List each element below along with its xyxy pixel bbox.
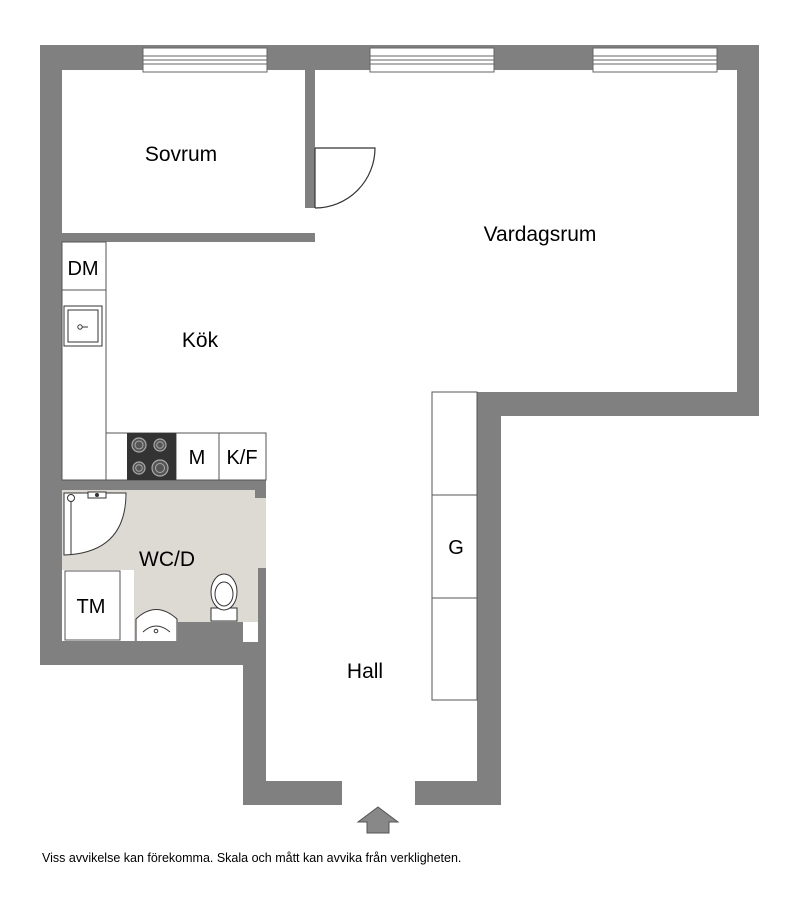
- shower-icon: [63, 491, 127, 556]
- room-label-hall: Hall: [347, 660, 383, 683]
- kitchen-bathroom-wall-end: [255, 480, 266, 498]
- room-label-vardagsrum: Vardagsrum: [484, 223, 597, 246]
- window-living-1: [369, 47, 495, 73]
- bedroom-wall-vertical: [305, 70, 315, 208]
- sink-icon: [63, 305, 103, 347]
- room-label-kok: Kök: [182, 329, 219, 352]
- window-bedroom: [142, 47, 268, 73]
- kitchen-bathroom-wall: [62, 480, 266, 490]
- hall-wardrobe: [431, 391, 478, 701]
- washing-machine: [64, 570, 121, 641]
- room-label-sovrum: Sovrum: [145, 143, 217, 166]
- bedroom-wall-horizontal: [62, 233, 315, 242]
- fixture-label-m: M: [189, 447, 206, 469]
- room-label-wcd: WC/D: [139, 548, 195, 571]
- fixture-label-dm: DM: [67, 258, 98, 280]
- entrance-arrow-icon: [356, 806, 400, 834]
- fixture-label-g: G: [448, 537, 464, 559]
- disclaimer-text: Viss avvikelse kan förekomma. Skala och …: [42, 851, 462, 865]
- toilet-icon: [210, 573, 238, 622]
- bathroom-sink-icon: [135, 609, 178, 641]
- bedroom-door: [314, 147, 376, 209]
- window-living-2: [592, 47, 718, 73]
- bathroom-east-wall: [258, 568, 266, 642]
- stove-icon: [127, 433, 176, 480]
- fixture-label-tm: TM: [77, 596, 106, 618]
- fixture-label-kf: K/F: [226, 447, 257, 469]
